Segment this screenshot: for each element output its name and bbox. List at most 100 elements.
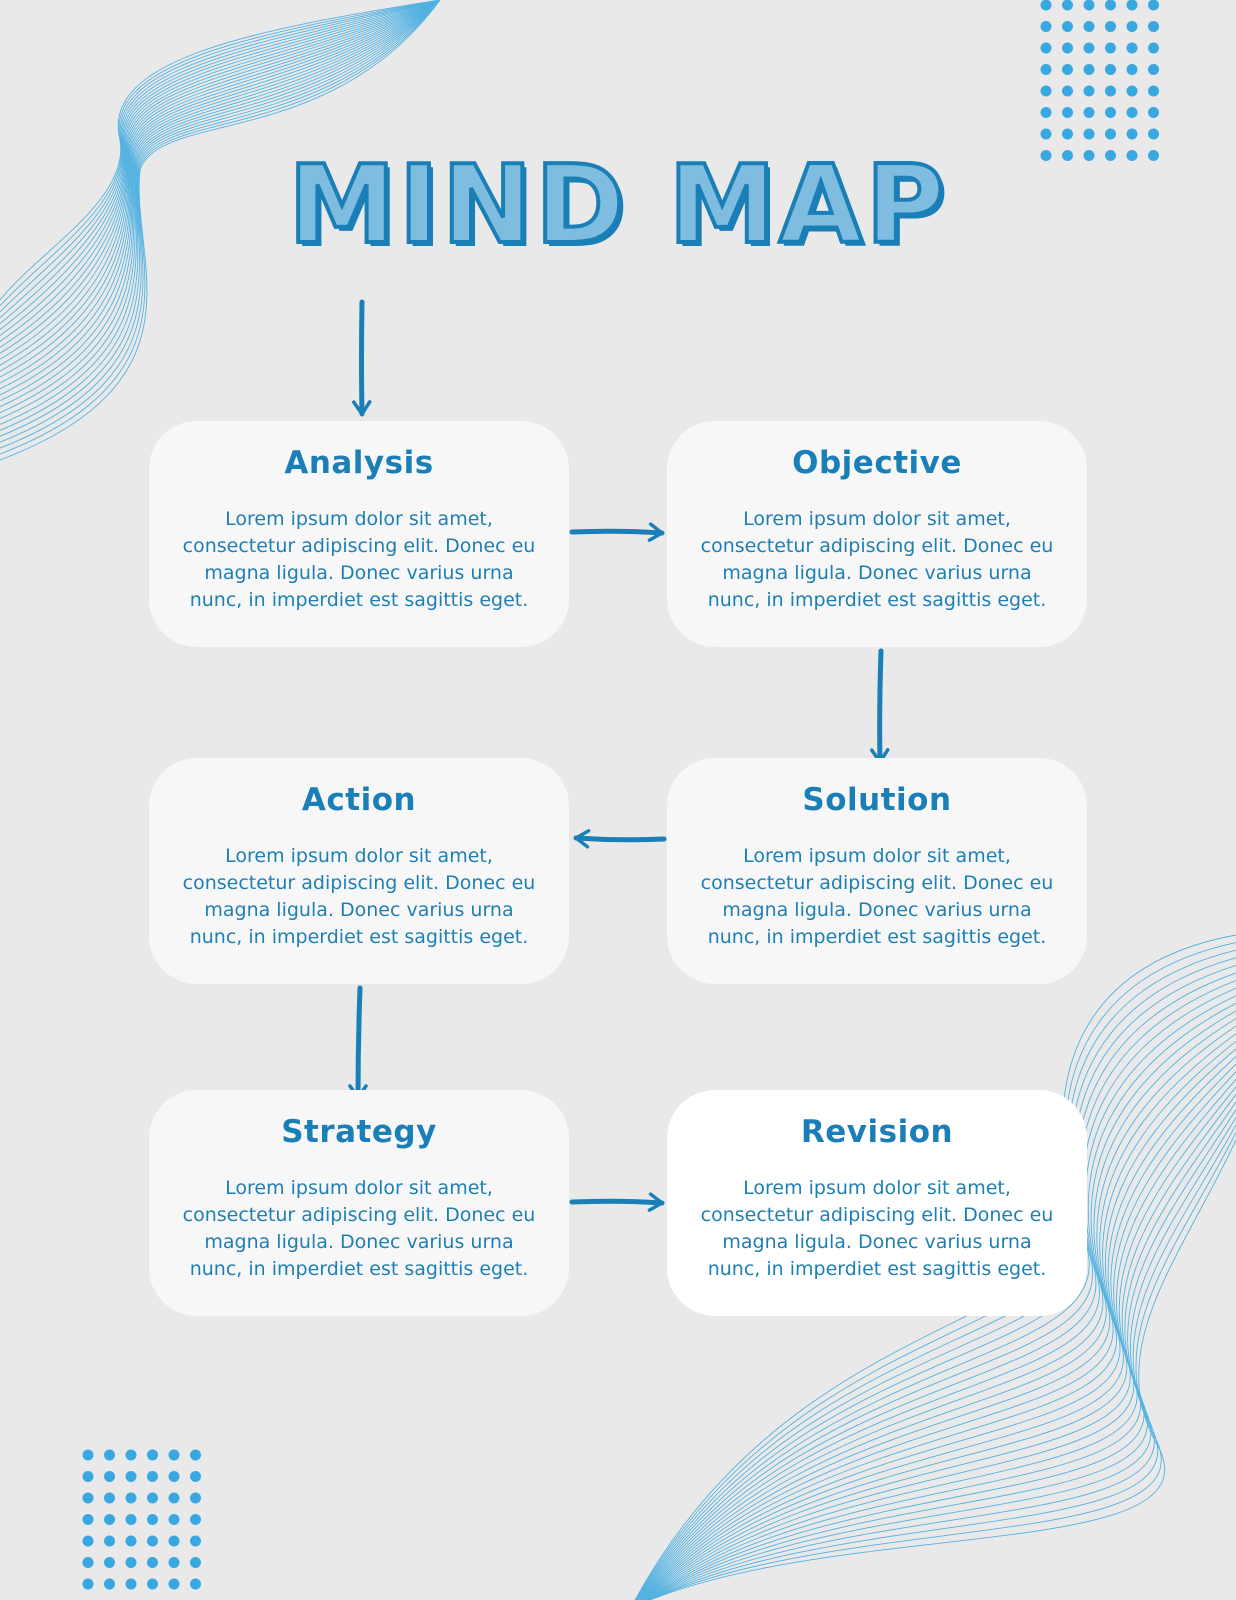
- arrow-objective-to-solution: [870, 648, 890, 765]
- decor-dot: [1126, 128, 1138, 140]
- decor-dot: [1126, 0, 1138, 11]
- decor-dot: [1062, 64, 1073, 75]
- arrow-strategy-to-revision: [569, 1192, 665, 1212]
- decor-dot: [125, 1471, 137, 1482]
- decor-dot: [1083, 107, 1095, 118]
- node-objective: Objective Lorem ipsum dolor sit amet, co…: [667, 421, 1087, 647]
- node-text: Lorem ipsum dolor sit amet, consectetur …: [182, 508, 536, 612]
- decor-dot: [1126, 21, 1138, 32]
- decor-dot: [1062, 85, 1073, 97]
- decor-dot: [1148, 107, 1159, 118]
- decor-dot: [125, 1492, 137, 1504]
- node-revision: Revision Lorem ipsum dolor sit amet, con…: [667, 1090, 1087, 1316]
- decor-dot: [1083, 128, 1095, 140]
- decor-dot: [1105, 128, 1116, 140]
- decor-dot: [104, 1514, 115, 1525]
- decor-dot: [1040, 85, 1052, 97]
- decor-dot: [147, 1492, 158, 1504]
- decor-dot: [1105, 64, 1116, 75]
- node-title: Solution: [802, 782, 952, 818]
- decor-dot: [1105, 21, 1116, 32]
- decor-dot: [147, 1471, 158, 1482]
- decor-dot: [147, 1514, 158, 1525]
- decor-dot: [104, 1449, 115, 1461]
- decor-dot: [82, 1535, 94, 1547]
- node-text: Lorem ipsum dolor sit amet, consectetur …: [700, 845, 1054, 949]
- decor-dot: [1105, 107, 1116, 118]
- node-title: Revision: [800, 1114, 954, 1150]
- decor-dot: [168, 1449, 180, 1461]
- decor-dot: [190, 1471, 201, 1482]
- decor-dot: [1105, 42, 1116, 54]
- decor-dot: [104, 1535, 115, 1547]
- decor-dot: [168, 1535, 180, 1547]
- decor-dot: [1083, 42, 1095, 54]
- node-title: Objective: [792, 445, 962, 481]
- decor-dot: [82, 1514, 94, 1525]
- arrow-title-to-analysis: [352, 299, 372, 417]
- decor-dot: [1148, 0, 1159, 11]
- decor-dot: [1148, 42, 1159, 54]
- decor-dot: [82, 1449, 94, 1461]
- decor-dot: [125, 1578, 137, 1590]
- decor-dot: [1126, 85, 1138, 97]
- arrow-action-to-strategy: [348, 985, 368, 1101]
- node-text: Lorem ipsum dolor sit amet, consectetur …: [700, 508, 1054, 612]
- decor-dot: [1062, 107, 1073, 118]
- decor-dot: [82, 1578, 94, 1590]
- decor-dot: [147, 1535, 158, 1547]
- decor-dot: [190, 1492, 201, 1504]
- decor-dot: [168, 1578, 180, 1590]
- decor-dot: [1062, 42, 1073, 54]
- decor-dot: [82, 1557, 94, 1568]
- decor-dot: [1148, 21, 1159, 32]
- arrow-analysis-to-objective: [569, 522, 665, 542]
- decor-dot: [190, 1514, 201, 1525]
- decor-dot: [1062, 0, 1073, 11]
- dot-grid-top-right: [1040, 0, 1159, 161]
- node-solution: Solution Lorem ipsum dolor sit amet, con…: [667, 758, 1087, 984]
- node-title: Action: [301, 782, 417, 818]
- decor-dot: [1105, 85, 1116, 97]
- decor-dot: [1040, 42, 1052, 54]
- page-title: MIND MAP: [286, 143, 948, 268]
- decor-dot: [168, 1492, 180, 1504]
- decor-dot: [1105, 0, 1116, 11]
- decor-dot: [190, 1557, 201, 1568]
- decor-dot: [1126, 42, 1138, 54]
- decor-dot: [147, 1578, 158, 1590]
- decor-dot: [147, 1557, 158, 1568]
- node-action: Action Lorem ipsum dolor sit amet, conse…: [149, 758, 569, 984]
- decor-dot: [1083, 0, 1095, 11]
- decor-dot: [82, 1492, 94, 1504]
- dot-grid-bottom-left: [82, 1449, 201, 1590]
- node-text: Lorem ipsum dolor sit amet, consectetur …: [182, 845, 536, 949]
- decor-dot: [190, 1535, 201, 1547]
- node-title: Analysis: [284, 445, 434, 481]
- decor-dot: [104, 1557, 115, 1568]
- decor-dot: [82, 1471, 94, 1482]
- decor-dot: [1148, 85, 1159, 97]
- decor-dot: [1083, 64, 1095, 75]
- decor-dot: [1126, 107, 1138, 118]
- decor-dot: [104, 1471, 115, 1482]
- node-strategy: Strategy Lorem ipsum dolor sit amet, con…: [149, 1090, 569, 1316]
- decor-dot: [125, 1514, 137, 1525]
- decor-dot: [1040, 0, 1052, 11]
- decor-dot: [1148, 128, 1159, 140]
- decor-dot: [1148, 64, 1159, 75]
- node-text: Lorem ipsum dolor sit amet, consectetur …: [182, 1177, 536, 1281]
- node-title: Strategy: [281, 1114, 437, 1150]
- decor-dot: [1040, 107, 1052, 118]
- decor-dot: [1040, 21, 1052, 32]
- decor-dot: [104, 1578, 115, 1590]
- node-analysis: Analysis Lorem ipsum dolor sit amet, con…: [149, 421, 569, 647]
- decor-dot: [125, 1557, 137, 1568]
- decor-dot: [1062, 128, 1073, 140]
- decor-dot: [168, 1471, 180, 1482]
- decor-dot: [125, 1449, 137, 1461]
- decor-dot: [168, 1557, 180, 1568]
- decor-dot: [1083, 21, 1095, 32]
- decor-dot: [1062, 21, 1073, 32]
- decor-dot: [125, 1535, 137, 1547]
